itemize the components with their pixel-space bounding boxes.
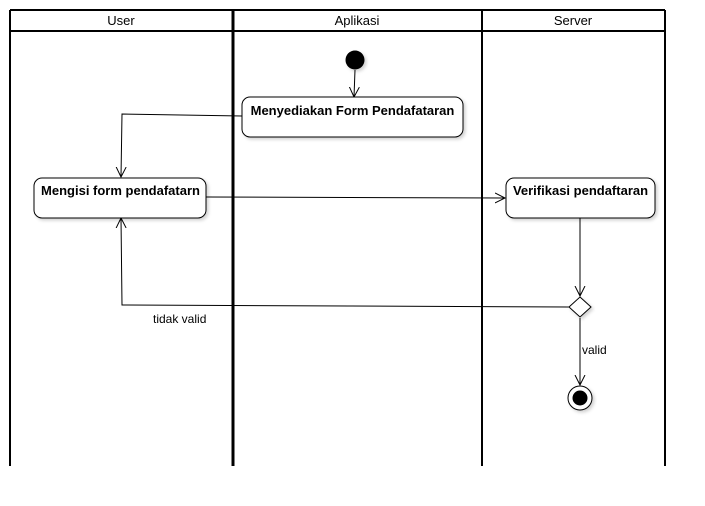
edge-mengisi-to-verifikasi <box>205 197 505 198</box>
final-node-core <box>572 390 588 406</box>
initial-node <box>345 50 365 70</box>
action-mengisi-form: Mengisi form pendafatarn <box>33 177 207 219</box>
action-label: Mengisi form pendafatarn <box>41 183 200 198</box>
lane-title-user: User <box>107 13 135 28</box>
edge-label-tidak-valid: tidak valid <box>153 312 206 326</box>
decision-node <box>568 296 592 318</box>
action-verifikasi: Verifikasi pendaftaran <box>505 177 656 219</box>
edge-decision-to-mengisi <box>121 218 570 308</box>
edge-menyediakan-to-mengisi <box>121 113 243 177</box>
lane-title-server: Server <box>554 13 593 28</box>
edges <box>121 69 580 385</box>
lane-title-aplikasi: Aplikasi <box>335 13 380 28</box>
action-box <box>505 177 656 219</box>
edge-label-valid: valid <box>582 343 607 357</box>
edge-start-to-menyediakan <box>354 69 355 97</box>
action-box <box>33 177 207 219</box>
action-menyediakan-form: Menyediakan Form Pendafataran <box>241 96 464 138</box>
action-label: Verifikasi pendaftaran <box>513 183 648 198</box>
action-box <box>241 96 464 138</box>
action-label: Menyediakan Form Pendafataran <box>251 103 455 118</box>
swimlane-frame <box>9 9 666 466</box>
final-node <box>567 385 593 411</box>
